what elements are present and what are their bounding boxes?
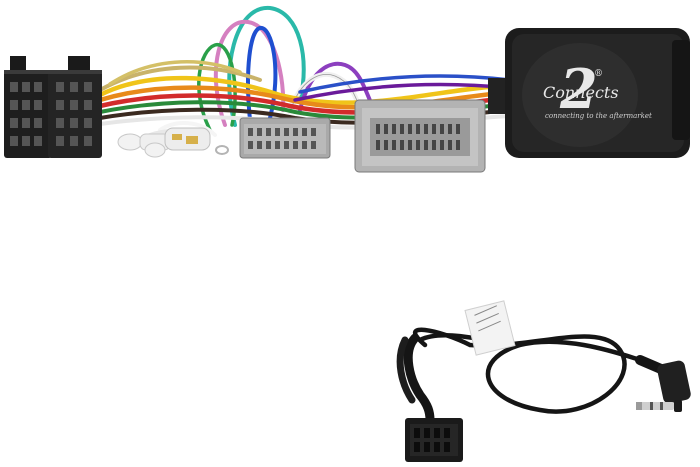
iso-connector-icon — [4, 56, 102, 158]
brand-logo-mark: ® — [594, 69, 603, 79]
brand-logo-text: Connects — [543, 83, 619, 102]
3.5mm-jack-icon — [635, 355, 691, 412]
interface-box-icon: 2 Connects ® connecting to the aftermark… — [488, 28, 690, 158]
brand-logo-number: 2 — [559, 57, 598, 121]
molex-plug-icon — [405, 418, 463, 462]
cable-label-tag — [464, 300, 516, 356]
brand-tagline: connecting to the aftermarket — [545, 112, 652, 120]
ring-terminal-icon — [117, 127, 229, 158]
grey-harness-plug-icon — [354, 99, 486, 173]
grey-harness-plug-icon — [239, 117, 331, 159]
